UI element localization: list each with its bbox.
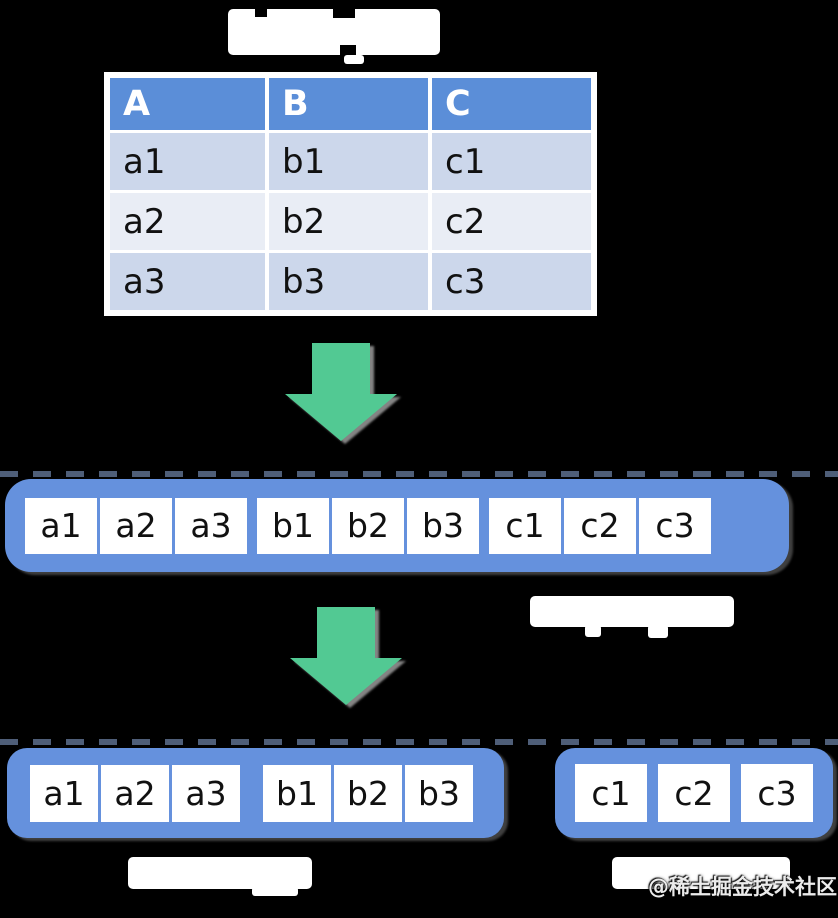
blob-notch: [340, 45, 356, 55]
table-cell: b1: [269, 133, 428, 190]
blob-descender: [648, 625, 668, 638]
table-row: a2 b2 c2: [110, 193, 591, 250]
array-cell: c3: [639, 497, 711, 554]
arrow-shaft: [312, 343, 370, 394]
array-cell: c1: [489, 497, 561, 554]
array-group-a: a1 a2 a3: [25, 497, 247, 554]
arrow-head: [285, 394, 397, 441]
split-array-bar-left: a1 a2 a3 b1 b2 b3: [7, 748, 504, 838]
blob-descender: [252, 887, 298, 896]
array-cell: a1: [25, 497, 97, 554]
table-cell: c2: [432, 193, 591, 250]
split-array-bar-right: c1 c2 c3: [555, 748, 833, 838]
title-label-blob: [228, 9, 440, 64]
array-group-b: b1 b2 b3: [257, 497, 479, 554]
array-cell: a3: [175, 497, 247, 554]
table-cell: a1: [110, 133, 265, 190]
array-cell: c1: [575, 764, 647, 822]
watermark-text: @稀土掘金技术社区: [648, 875, 837, 899]
dashed-artifact-line: [0, 471, 838, 477]
table-header-cell: A: [110, 78, 265, 130]
array-cell: a2: [101, 764, 169, 822]
array-group-c: c1 c2 c3: [575, 764, 813, 822]
array-cell: a2: [100, 497, 172, 554]
table-row: a1 b1 c1: [110, 133, 591, 190]
table-cell: a2: [110, 193, 265, 250]
array-cell: b3: [405, 764, 473, 822]
down-arrow-icon: [285, 343, 397, 441]
array-cell: a1: [30, 764, 98, 822]
table-cell: a3: [110, 253, 265, 310]
table-cell: b3: [269, 253, 428, 310]
arrow-shaft: [317, 607, 375, 658]
blob-descender: [585, 625, 601, 637]
dashed-artifact-line: [0, 739, 838, 745]
array-cell: c3: [741, 764, 813, 822]
array-cell: c2: [658, 764, 730, 822]
array-cell: b1: [257, 497, 329, 554]
blob-descender: [344, 55, 364, 64]
array-cell: b3: [407, 497, 479, 554]
array-cell: c2: [564, 497, 636, 554]
table-cell: b2: [269, 193, 428, 250]
array-group-b: b1 b2 b3: [263, 764, 473, 822]
table-cell: c1: [432, 133, 591, 190]
array-cell: a3: [172, 764, 240, 822]
table-header-cell: B: [269, 78, 428, 130]
down-arrow-icon: [290, 607, 402, 705]
array-cell: b1: [263, 764, 331, 822]
flat-array-bar: a1 a2 a3 b1 b2 b3 c1 c2 c3: [5, 479, 789, 572]
table-row: a3 b3 c3: [110, 253, 591, 310]
table-header-cell: C: [432, 78, 591, 130]
bottom-right-label-blob: [612, 857, 790, 889]
table-header-row: A B C: [110, 78, 591, 130]
array-group-c: c1 c2 c3: [489, 497, 711, 554]
array-cell: b2: [332, 497, 404, 554]
bottom-left-label-blob: [128, 857, 312, 896]
source-table: A B C a1 b1 c1 a2 b2 c2 a3 b3 c3: [104, 72, 597, 316]
blob-notch: [255, 9, 267, 17]
blob-notch: [333, 9, 355, 18]
table-cell: c3: [432, 253, 591, 310]
array-cell: b2: [334, 764, 402, 822]
mid-label-blob: [530, 596, 734, 638]
arrow-head: [290, 658, 402, 705]
array-group-a: a1 a2 a3: [30, 764, 240, 822]
